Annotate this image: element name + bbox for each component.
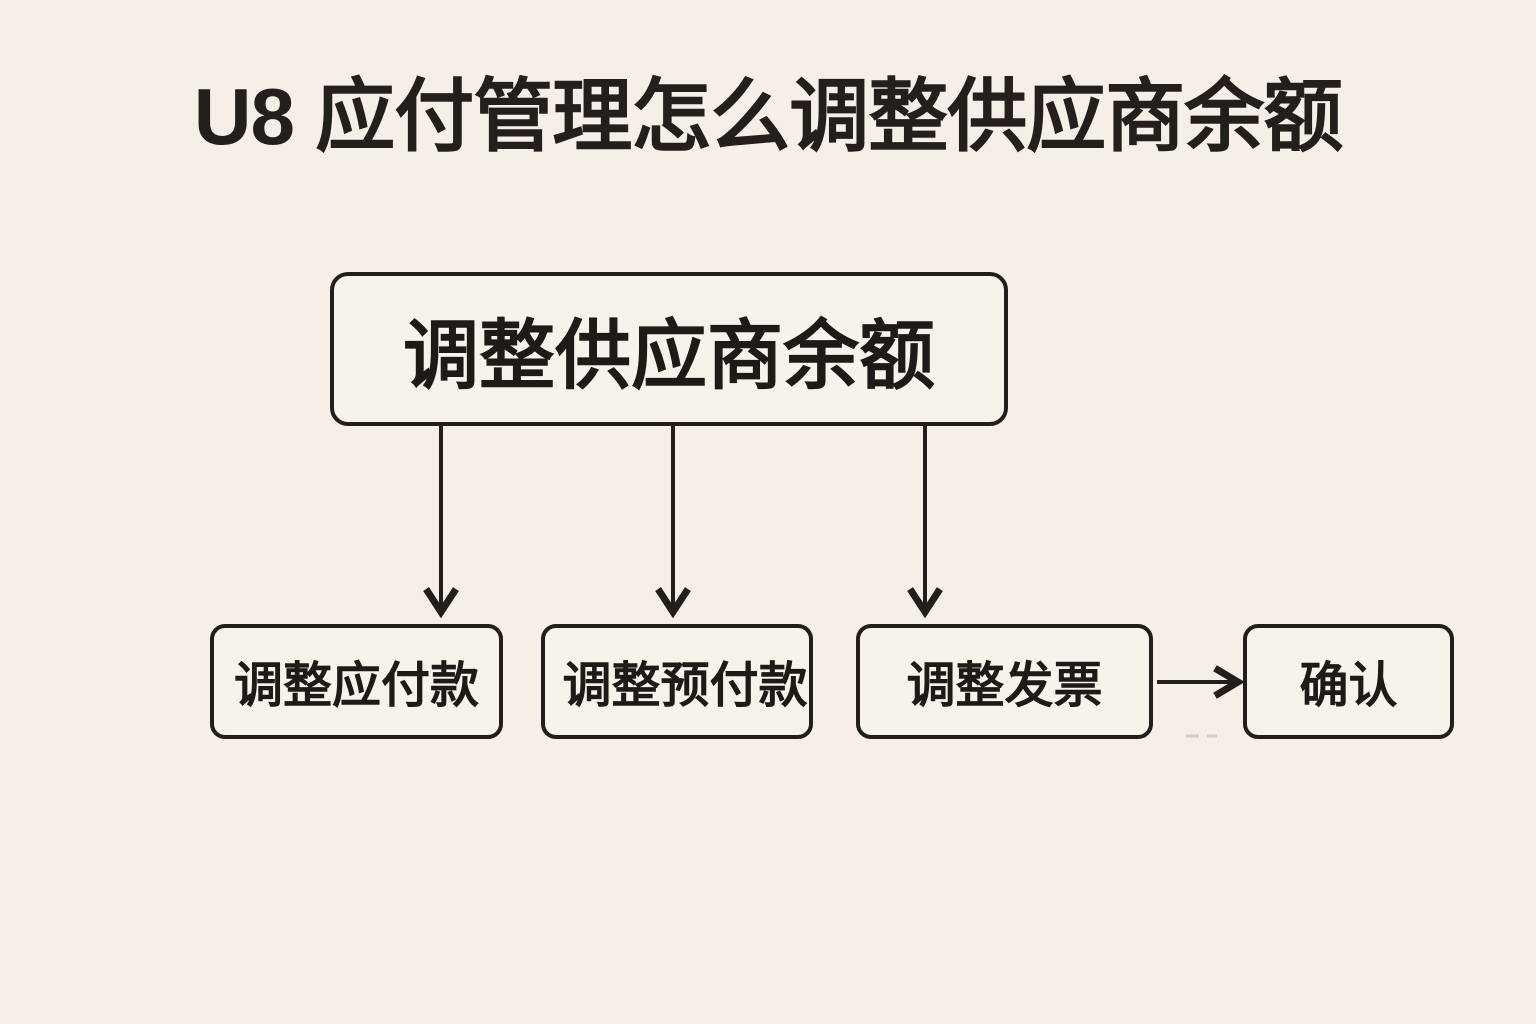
node-label: 调整发票: [906, 659, 1103, 713]
arrow-root-to-adjust-prepaid: [655, 426, 691, 619]
node-adjust-invoice[interactable]: 调整发票: [856, 624, 1153, 739]
node-label: 调整预付款: [562, 659, 808, 713]
page-title: U8 应付管理怎么调整供应商余额: [193, 72, 1344, 161]
node-label: 调整应付款: [233, 659, 479, 713]
arrow-adjust-invoice-to-confirm: [1157, 665, 1245, 699]
arrow-root-to-adjust-payable: [423, 426, 459, 619]
arrow-root-to-adjust-invoice: [907, 426, 943, 619]
node-confirm[interactable]: 确认: [1243, 624, 1454, 739]
node-adjust-supplier-balance[interactable]: 调整供应商余额: [330, 272, 1008, 426]
node-adjust-payable[interactable]: 调整应付款: [210, 624, 503, 739]
node-label: 确认: [1299, 659, 1398, 713]
node-adjust-prepaid[interactable]: 调整预付款: [541, 624, 813, 739]
node-label: 调整供应商余额: [403, 314, 935, 399]
